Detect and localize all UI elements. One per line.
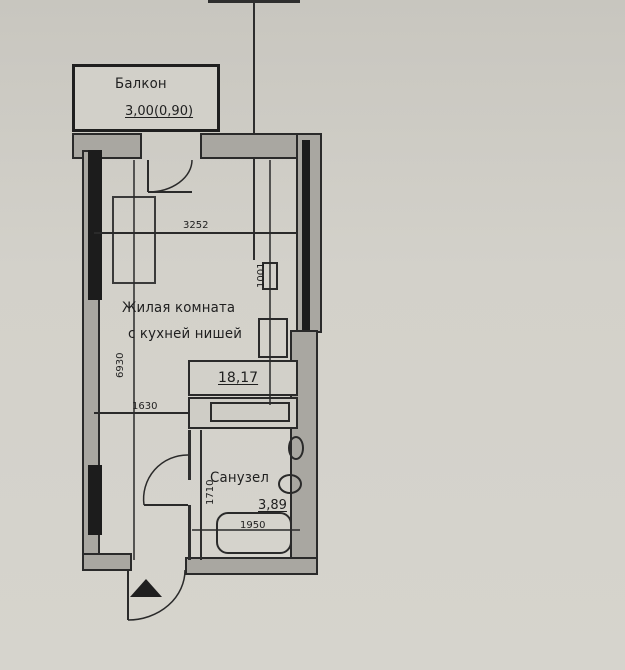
bathroom-area: 3,89	[258, 498, 287, 513]
living-room-label-line2: с кухней нишей	[128, 326, 243, 342]
kitchen-niche-dim: 1001	[256, 262, 267, 288]
balcony-area: 3,00(0,90)	[125, 104, 194, 119]
kitchen-counter	[188, 360, 298, 396]
bathroom-label: Санузел	[210, 470, 270, 486]
balcony-room	[72, 64, 220, 132]
bath-wall-inner	[200, 430, 202, 560]
washbasin	[288, 436, 304, 460]
bath-depth-dim: 1710	[205, 479, 216, 505]
bath-wall-left	[188, 430, 191, 480]
bath-width-dim: 1950	[240, 520, 266, 531]
sink	[258, 318, 288, 358]
window-left-upper	[88, 150, 102, 300]
living-room-area: 18,17	[218, 370, 259, 386]
living-room-label-line1: Жилая комната	[122, 300, 236, 316]
toilet	[278, 474, 302, 494]
hall-width-dim: 1630	[132, 401, 158, 412]
wall-bottom-left	[82, 553, 132, 571]
window-left-lower	[88, 465, 102, 535]
living-length-dim: 6930	[115, 352, 126, 378]
wall-right-dark	[302, 140, 310, 330]
living-width-dim: 3252	[183, 220, 209, 231]
wall-bottom-right	[185, 557, 318, 575]
top-leader-line	[253, 0, 255, 260]
partition-bath-inner	[210, 402, 290, 422]
balcony-label: Балкон	[115, 76, 167, 92]
bathtub	[216, 512, 292, 554]
bath-wall-left-lower	[188, 505, 191, 560]
